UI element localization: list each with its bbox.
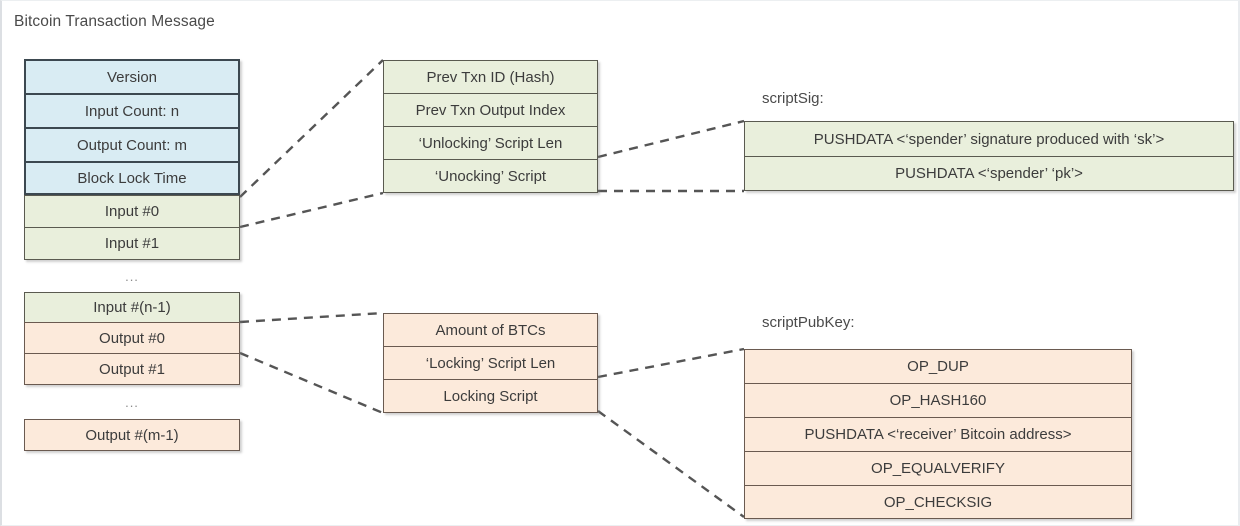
output-structure-block: Amount of BTCs ‘Locking’ Script Len Lock… (383, 313, 598, 413)
script-sig-row-pubkey[interactable]: PUSHDATA <‘spender’ ‘pk’> (744, 156, 1234, 191)
script-sig-block: PUSHDATA <‘spender’ signature produced w… (744, 121, 1234, 191)
tx-field-input-1[interactable]: Input #1 (24, 227, 240, 260)
transaction-inputs-stack: Input #0 Input #1 (24, 195, 240, 260)
transaction-tail-stack: Input #(n-1) Output #0 Output #1 (24, 292, 240, 385)
output-field-amount-of-btcs[interactable]: Amount of BTCs (383, 313, 598, 346)
transaction-last-output-stack: Output #(m-1) (24, 419, 240, 451)
tx-field-input-0[interactable]: Input #0 (24, 195, 240, 227)
input-structure-block: Prev Txn ID (Hash) Prev Txn Output Index… (383, 60, 598, 193)
script-pub-key-row-op-dup[interactable]: OP_DUP (744, 349, 1132, 383)
input-field-unlocking-script-len[interactable]: ‘Unlocking’ Script Len (383, 126, 598, 159)
output-field-locking-script-len[interactable]: ‘Locking’ Script Len (383, 346, 598, 379)
tx-field-input-count[interactable]: Input Count: n (24, 93, 240, 127)
script-sig-caption: scriptSig: (762, 90, 824, 107)
script-pub-key-row-op-checksig[interactable]: OP_CHECKSIG (744, 485, 1132, 519)
tx-field-output-count[interactable]: Output Count: m (24, 127, 240, 161)
script-pub-key-caption: scriptPubKey: (762, 314, 855, 331)
tx-field-block-lock-time[interactable]: Block Lock Time (24, 161, 240, 195)
tx-field-output-1[interactable]: Output #1 (24, 353, 240, 385)
tx-field-output-m-1[interactable]: Output #(m-1) (24, 419, 240, 451)
outputs-ellipsis: ... (125, 395, 139, 410)
page-title: Bitcoin Transaction Message (14, 13, 215, 30)
transaction-header-stack: Version Input Count: n Output Count: m B… (24, 59, 240, 195)
input-field-prev-txn-id[interactable]: Prev Txn ID (Hash) (383, 60, 598, 93)
script-pub-key-row-pushdata-address[interactable]: PUSHDATA <‘receiver’ Bitcoin address> (744, 417, 1132, 451)
script-pub-key-block: OP_DUP OP_HASH160 PUSHDATA <‘receiver’ B… (744, 349, 1132, 519)
output-field-locking-script[interactable]: Locking Script (383, 379, 598, 413)
tx-field-output-0[interactable]: Output #0 (24, 322, 240, 353)
tx-field-version[interactable]: Version (24, 59, 240, 93)
script-pub-key-row-op-equalverify[interactable]: OP_EQUALVERIFY (744, 451, 1132, 485)
tx-field-input-n-1[interactable]: Input #(n-1) (24, 292, 240, 322)
script-sig-row-signature[interactable]: PUSHDATA <‘spender’ signature produced w… (744, 121, 1234, 156)
script-pub-key-row-op-hash160[interactable]: OP_HASH160 (744, 383, 1132, 417)
input-field-prev-txn-output-index[interactable]: Prev Txn Output Index (383, 93, 598, 126)
input-field-unlocking-script[interactable]: ‘Unocking’ Script (383, 159, 598, 193)
inputs-ellipsis: ... (125, 269, 139, 284)
